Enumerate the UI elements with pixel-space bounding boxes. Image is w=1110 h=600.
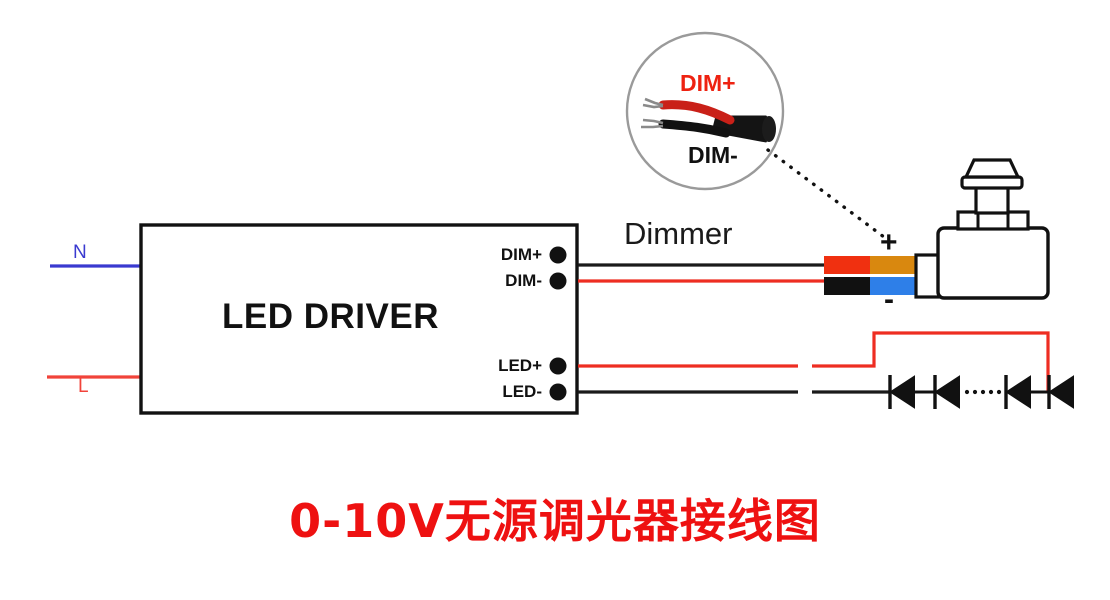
- terminal-dot-led-plus: [549, 357, 567, 375]
- driver-terminal-dots: [549, 246, 567, 401]
- terminal-dot-dim-minus: [549, 272, 567, 290]
- magnifier-callout: [625, 31, 785, 191]
- callout-leader-line: [766, 148, 890, 242]
- led-diode-chain: [888, 375, 1074, 409]
- led-driver-label: LED DRIVER: [222, 297, 439, 336]
- dimmer-knob-cap: [963, 158, 1021, 179]
- led-driver-box: [139, 223, 579, 415]
- wire-bar-red: [824, 256, 870, 274]
- led-diode-3: [1004, 375, 1050, 409]
- led-diode-4: [1047, 375, 1074, 409]
- terminal-dot-dim-plus: [549, 246, 567, 264]
- led-plus-wire-seg2: [812, 331, 1050, 393]
- callout-dim-minus-label: DIM-: [688, 142, 738, 168]
- mains-input-wires: [47, 264, 142, 379]
- dimmer-minus-label: -: [884, 283, 894, 316]
- callout-black-wire: [658, 119, 731, 138]
- dimmer-knob-neck: [974, 184, 1010, 215]
- terminal-label-led-minus: LED-: [502, 382, 542, 401]
- terminal-label-led-plus: LED+: [498, 356, 542, 375]
- diagram-title: 0-10V无源调光器接线图: [289, 494, 821, 548]
- led-diode-2: [933, 375, 960, 409]
- callout-dim-plus-label: DIM+: [680, 70, 736, 96]
- wire-bar-orange: [870, 256, 916, 274]
- dimmer-plus-label: +: [880, 226, 898, 259]
- terminal-label-dim-minus: DIM-: [505, 271, 542, 290]
- diode-chain-continuation-dots: [964, 389, 1002, 395]
- live-label: L: [78, 376, 89, 397]
- wire-bar-black: [824, 277, 870, 295]
- wire-bar-blue: [870, 277, 916, 295]
- callout-stripped-ends: [641, 97, 664, 129]
- terminal-dot-led-minus: [549, 383, 567, 401]
- led-output-wires: [578, 331, 1050, 394]
- dimmer-body: [936, 226, 1050, 300]
- dimmer-terminal-color-bars: [824, 256, 916, 295]
- dimmer-device: [914, 158, 1050, 300]
- led-diode-1: [888, 375, 936, 409]
- terminal-label-dim-plus: DIM+: [500, 245, 542, 264]
- dimmer-label: Dimmer: [624, 216, 733, 251]
- neutral-label: N: [73, 242, 87, 263]
- callout-red-wire: [658, 100, 735, 125]
- dimmer-knob-collar: [960, 175, 1024, 190]
- dim-wire-pair: [578, 263, 824, 283]
